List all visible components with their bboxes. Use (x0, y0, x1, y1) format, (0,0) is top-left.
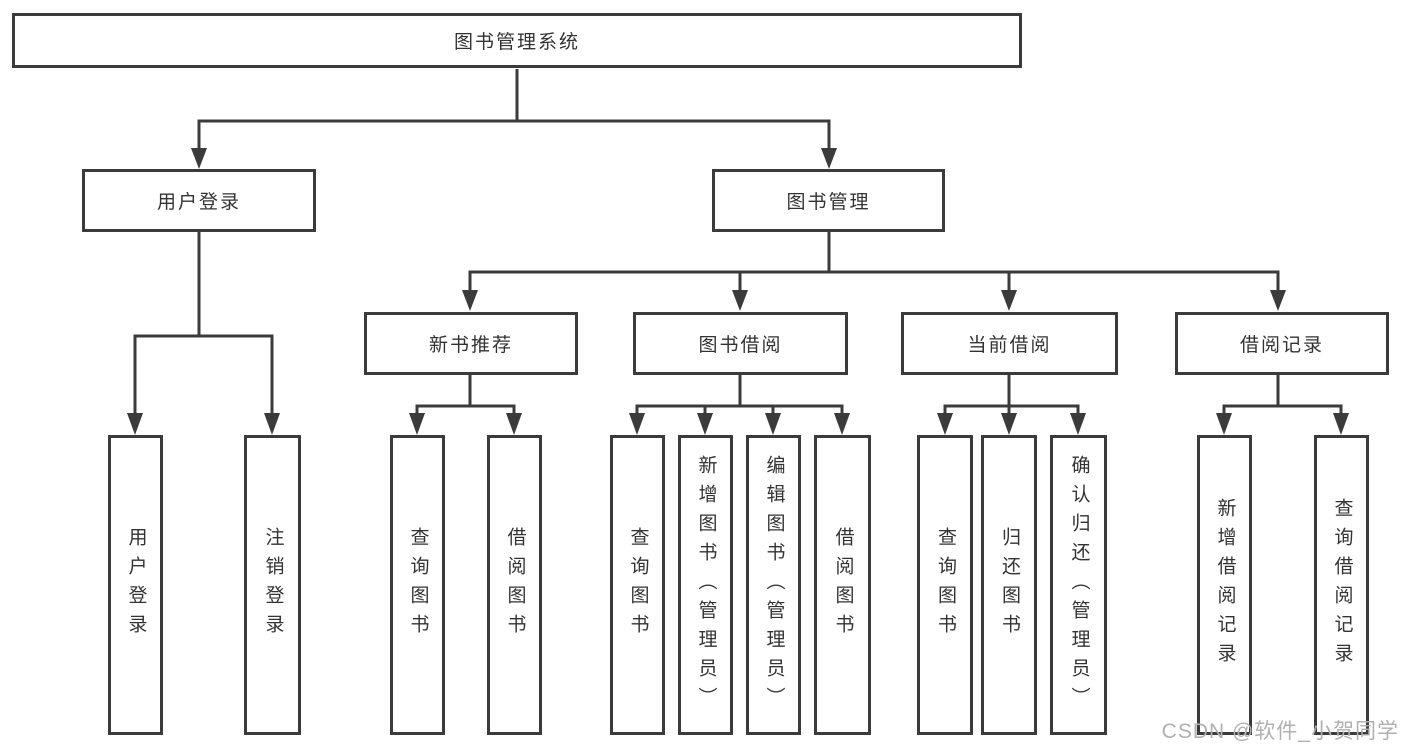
node-user-login: 用户登录 (82, 169, 316, 232)
leaf-recommend-borrow-book-label: 借阅图书 (504, 527, 526, 643)
connector-book-management (462, 232, 1286, 311)
connector-root (191, 69, 837, 169)
node-book-borrow-label: 图书借阅 (698, 335, 783, 356)
leaf-add-borrow-record-label: 新增借阅记录 (1214, 498, 1236, 672)
leaf-edit-book-admin: 编辑图书（管理员） (746, 435, 801, 735)
leaf-recommend-query-book: 查询图书 (390, 435, 445, 735)
connector-borrow-record (1216, 375, 1349, 435)
leaf-return-book-label: 归还图书 (998, 527, 1020, 643)
leaf-user-login-label: 用户登录 (125, 527, 147, 643)
csdn-watermark: CSDN @软件_小贺同学 (1161, 720, 1399, 743)
leaf-borrow-book: 借阅图书 (814, 435, 871, 735)
node-current-borrow: 当前借阅 (901, 312, 1118, 375)
connector-new-book-recommend (409, 375, 522, 435)
leaf-recommend-borrow-book: 借阅图书 (487, 435, 542, 735)
leaf-user-login: 用户登录 (108, 435, 163, 735)
leaf-current-query-book-label: 查询图书 (934, 527, 956, 643)
leaf-add-book-admin: 新增图书（管理员） (678, 435, 733, 735)
node-user-login-label: 用户登录 (156, 192, 241, 213)
node-current-borrow-label: 当前借阅 (967, 335, 1052, 356)
leaf-borrow-query-book: 查询图书 (610, 435, 665, 735)
node-book-borrow: 图书借阅 (633, 312, 848, 375)
leaf-confirm-return-admin-label: 确认归还（管理员） (1068, 454, 1090, 716)
leaf-return-book: 归还图书 (981, 435, 1037, 735)
leaf-borrow-query-book-label: 查询图书 (627, 527, 649, 643)
node-root-system: 图书管理系统 (12, 13, 1022, 68)
node-book-management-label: 图书管理 (786, 192, 871, 213)
node-borrow-record-label: 借阅记录 (1239, 335, 1324, 356)
leaf-add-borrow-record: 新增借阅记录 (1197, 435, 1252, 735)
leaf-add-book-admin-label: 新增图书（管理员） (695, 454, 717, 716)
connector-user-login (127, 232, 280, 435)
leaf-logout-login-label: 注销登录 (262, 527, 284, 643)
connector-current-borrow (937, 375, 1086, 435)
leaf-confirm-return-admin: 确认归还（管理员） (1050, 435, 1107, 735)
node-root-label: 图书管理系统 (453, 32, 580, 53)
node-book-management: 图书管理 (712, 169, 945, 232)
node-borrow-record: 借阅记录 (1175, 312, 1389, 375)
leaf-query-borrow-record-label: 查询借阅记录 (1331, 498, 1353, 672)
leaf-borrow-book-label: 借阅图书 (832, 527, 854, 643)
connector-book-borrow (629, 375, 850, 435)
node-new-book-recommend-label: 新书推荐 (428, 335, 513, 356)
leaf-recommend-query-book-label: 查询图书 (407, 527, 429, 643)
node-new-book-recommend: 新书推荐 (364, 312, 578, 375)
leaf-query-borrow-record: 查询借阅记录 (1314, 435, 1369, 735)
leaf-current-query-book: 查询图书 (917, 435, 973, 735)
leaf-edit-book-admin-label: 编辑图书（管理员） (763, 454, 785, 716)
leaf-logout-login: 注销登录 (244, 435, 301, 735)
